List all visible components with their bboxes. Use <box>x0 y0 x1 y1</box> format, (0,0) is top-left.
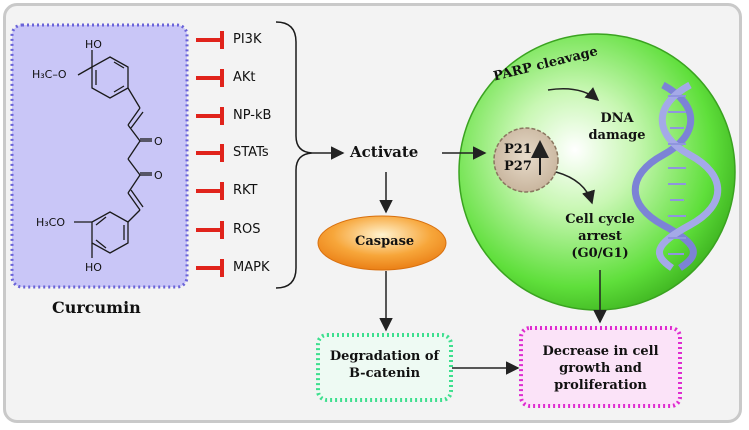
activate-label: Activate <box>350 143 419 161</box>
degradation-label: Degradation of B-catenin <box>329 349 440 381</box>
inhibition-bars <box>196 31 224 277</box>
inhibitor-stats: STATs <box>233 145 269 160</box>
dna-helix-icon <box>631 81 722 271</box>
inhibitor-akt: AKt <box>233 70 256 85</box>
curcumin-label: Curcumin <box>52 298 141 317</box>
decrease-label: Decrease in cell growth and proliferatio… <box>542 344 659 393</box>
degradation-box <box>316 333 453 402</box>
decrease-box <box>519 326 682 408</box>
p21-label: P21 <box>504 142 532 157</box>
structure-methoxy-bottom: H₃CO <box>36 216 65 229</box>
arrow-parp-dna <box>547 87 600 101</box>
caspase-label: Caspase <box>355 234 415 249</box>
structure-methoxy-top: H₃C–O <box>32 68 67 81</box>
inhibit-pi3k <box>196 31 224 49</box>
structure-ho-top: HO <box>85 38 102 51</box>
cell-cycle-label: Cell cycle arrest (G0/G1) <box>565 212 635 261</box>
caspase-ellipse <box>317 215 447 271</box>
structure-ketone-1: O <box>154 135 163 148</box>
grouping-brace <box>275 21 313 289</box>
inhibitor-rkt: RKT <box>233 183 258 198</box>
inhibitor-ros: ROS <box>233 222 261 237</box>
inhibitor-npkb: NP-kB <box>233 108 272 123</box>
p27-label: P27 <box>504 159 532 174</box>
inhibit-rkt <box>196 182 224 200</box>
inhibit-mapk <box>196 259 224 277</box>
structure-ho-bottom: HO <box>85 261 102 274</box>
inhibit-stats <box>196 144 224 162</box>
inhibitor-pi3k: PI3K <box>233 32 262 47</box>
inhibit-akt <box>196 69 224 87</box>
structure-ketone-2: O <box>154 169 163 182</box>
curcumin-box <box>10 23 189 289</box>
dna-damage-label: DNA damage <box>588 111 646 143</box>
inhibit-ros <box>196 221 224 239</box>
arrow-p-cellcycle <box>555 171 595 205</box>
curcumin-structure <box>74 50 152 258</box>
inhibitor-mapk: MAPK <box>233 260 270 275</box>
inhibit-npkb <box>196 107 224 125</box>
